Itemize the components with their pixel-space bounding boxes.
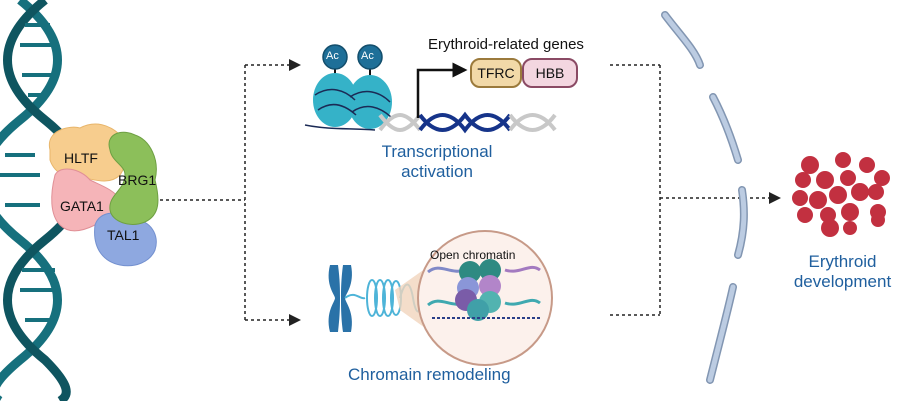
gene-tfrc: TFRC: [470, 58, 522, 88]
brg1-label: BRG1: [118, 172, 157, 188]
dna-helix-icon: [0, 0, 87, 401]
brg1-protein: [108, 131, 159, 225]
chromatin-remodeling-caption: Chromain remodeling: [348, 365, 511, 384]
erythroid-development-caption: Erythroid development: [785, 252, 900, 292]
caption-line: activation: [401, 162, 473, 181]
open-chromatin-label: Open chromatin: [430, 248, 516, 262]
chromosome-icon: [328, 265, 352, 332]
acetyl-label: Ac: [361, 50, 374, 62]
genes-title: Erythroid-related genes: [428, 36, 584, 53]
branch-connector: [160, 59, 301, 326]
protein-complex: [48, 123, 159, 267]
hltf-label: HLTF: [64, 150, 98, 166]
gata1-label: GATA1: [60, 198, 104, 214]
transcription-arrow-icon: [416, 62, 468, 118]
caption-line: Erythroid: [808, 252, 877, 271]
open-chromatin-inset: [417, 230, 553, 366]
tal1-label: TAL1: [107, 227, 140, 243]
acetyl-label: Ac: [326, 50, 339, 62]
transcriptional-activation-caption: Transcriptional activation: [372, 142, 502, 182]
gene-hbb: HBB: [522, 58, 578, 88]
merge-connector: [610, 64, 781, 316]
red-blood-cells-icon: [792, 152, 890, 237]
caption-line: Transcriptional: [381, 142, 493, 161]
acetylated-nucleosomes: [304, 44, 392, 131]
gene-dna-segment: [378, 111, 557, 134]
caption-line: development: [793, 272, 892, 291]
